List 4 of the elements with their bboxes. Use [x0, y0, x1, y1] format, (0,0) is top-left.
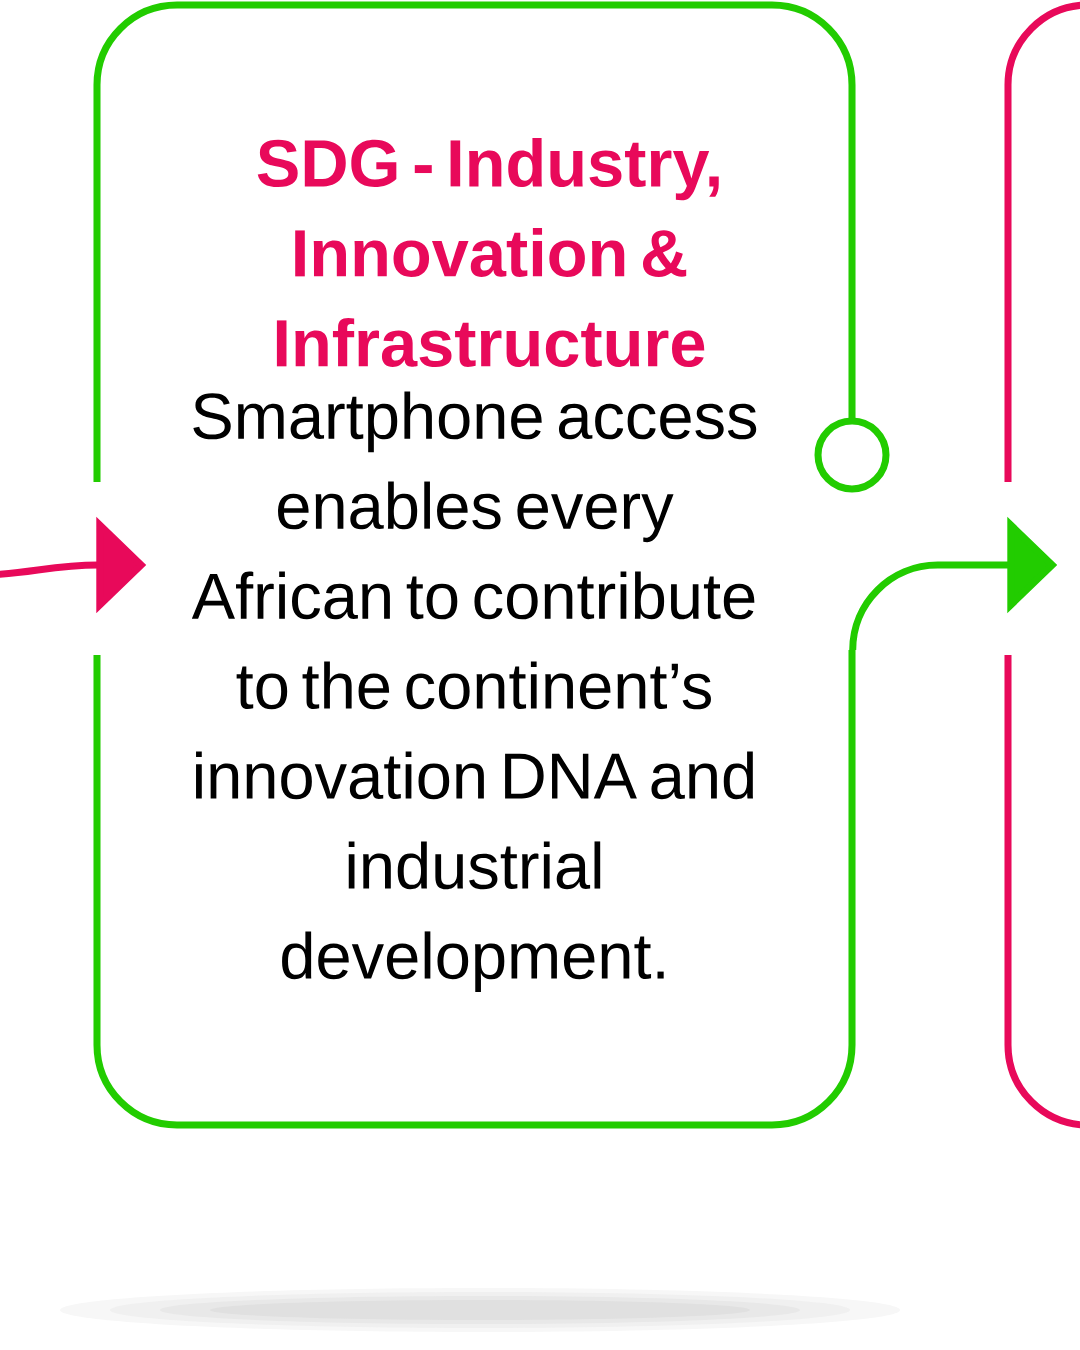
node-label: Smartphone access enables every African to contribute to the continent’s innovation DNA and industrial development.	[191, 391, 757, 993]
process-box: SDG - Industry, Innovation & Infrastructure Smartphone access enables every African to contribute to the continent’s innovation DNA and industrial development.	[93, 1, 890, 1129]
node-label: SDG - Industry, Innovation & Infrastructure	[257, 137, 719, 367]
process-box	[1004, 1, 1080, 1129]
